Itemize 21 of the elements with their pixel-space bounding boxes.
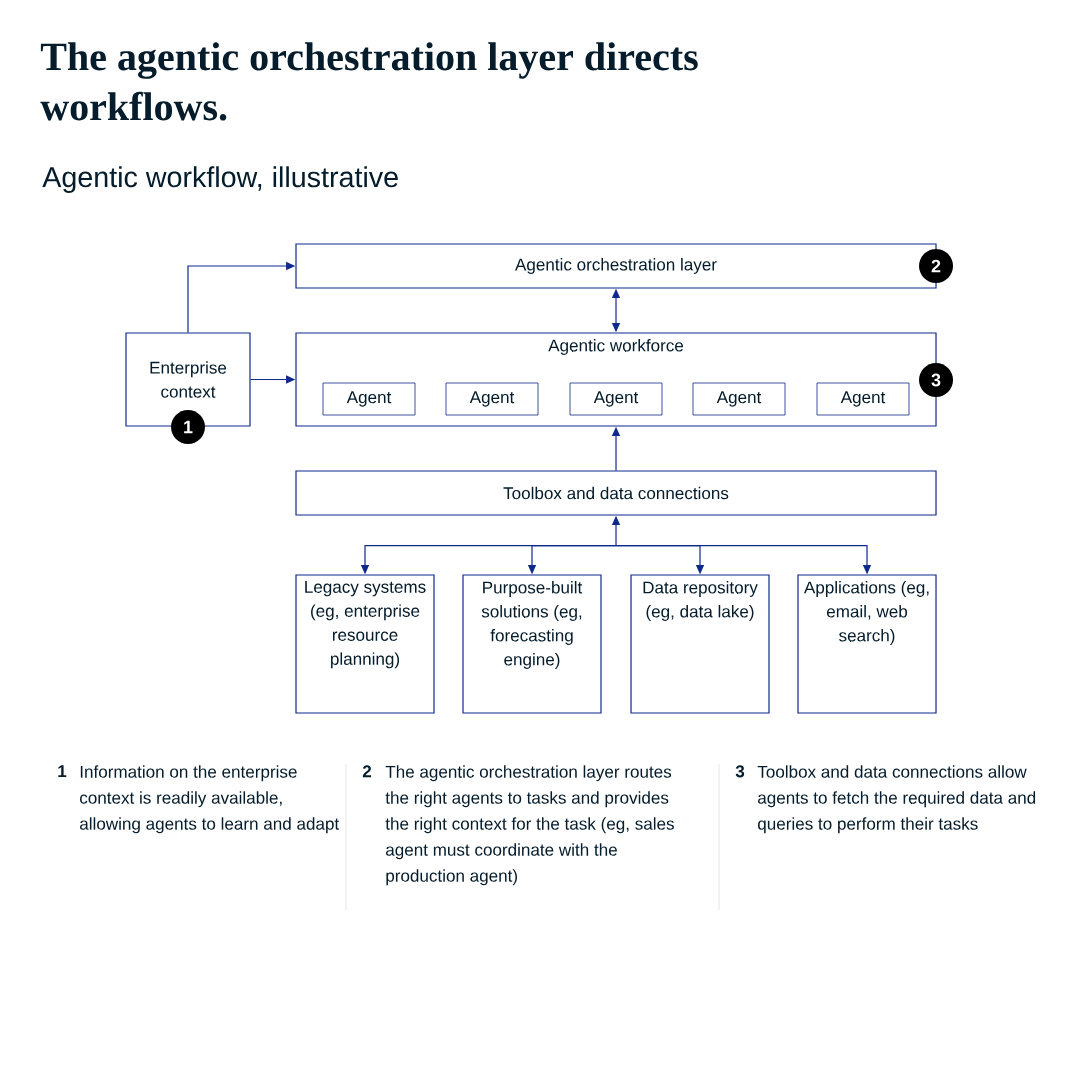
toolbox-box: Toolbox and data connections bbox=[295, 470, 937, 516]
footnote-number: 3 bbox=[735, 765, 745, 778]
system-box: Data repository (eg, data lake) bbox=[630, 574, 770, 714]
callout-number: 1 bbox=[171, 410, 205, 444]
footnote-text: Information on the enterprise context is readily available, allowing agents to learn and adapt bbox=[80, 765, 340, 834]
footnote-number: 1 bbox=[58, 765, 67, 777]
agent-box: Agent bbox=[692, 382, 786, 416]
callout-number: 2 bbox=[919, 249, 953, 283]
system-box: Applications (eg, email, web search) bbox=[797, 574, 937, 714]
agent-box: Agent bbox=[816, 382, 910, 416]
agent-box: Agent bbox=[322, 382, 416, 416]
system-box: Legacy systems (eg, enterprise resource planning) bbox=[295, 574, 435, 714]
subtitle: Agentic workflow, illustrative bbox=[42, 166, 398, 193]
title: The agentic orchestration layer directs workflows. bbox=[40, 42, 698, 121]
system-box: Purpose-built solutions (eg, forecasting engine) bbox=[462, 574, 602, 714]
agent-box: Agent bbox=[569, 382, 663, 416]
footnote-number: 2 bbox=[362, 765, 372, 778]
footnote-text: The agentic orchestration layer routes the right agents to tasks and provides the right context for the task (eg, sales agent must coordinate with the production agent) bbox=[385, 765, 674, 886]
agent-box: Agent bbox=[445, 382, 539, 416]
footnote-text: Toolbox and data connections allow agents to fetch the required data and queries to perform their tasks bbox=[757, 765, 1036, 834]
callout-number: 3 bbox=[919, 363, 953, 397]
